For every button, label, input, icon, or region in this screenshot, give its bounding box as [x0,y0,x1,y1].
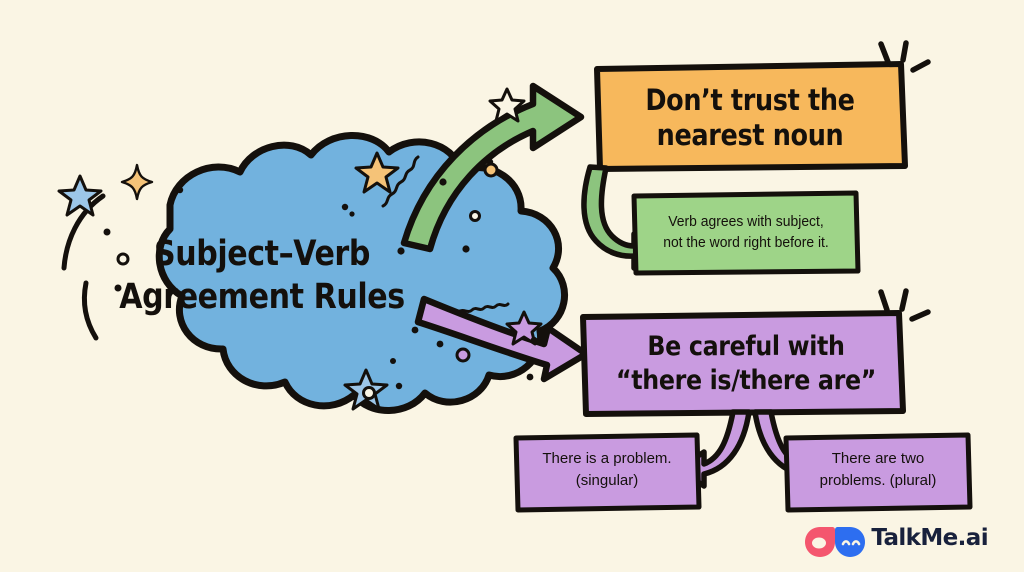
logo-bubble-blue-icon [835,527,865,557]
note-box-verb-agrees [631,190,861,276]
decoration-sparkle-orange-topleft [120,163,154,201]
emphasis-marks-orange [878,40,931,73]
cloud-shape [155,132,569,414]
accent-arcs [61,193,106,341]
logo-bubble-pink-icon [805,527,835,557]
arrow-to-there-is-there-are [414,295,590,383]
decoration-star-orange-top [354,151,400,194]
logo-bubbles-icon [806,521,864,555]
talkme-logo[interactable]: TalkMe.ai [806,521,988,555]
arrow-to-nearest-noun [400,82,585,253]
headline-box-nearest-noun [594,61,908,172]
example-box-plural [783,432,973,513]
decoration-star-purple-arrow [505,310,543,346]
emphasis-marks-purple [878,288,931,322]
logo-wordmark: TalkMe.ai [871,524,988,551]
decoration-star-blue-topleft [57,174,103,217]
decoration-circles-outline [116,162,499,400]
decoration-squiggle-purple [456,302,510,314]
headline-box-there-is-there-are [580,310,906,417]
decoration-squiggle-green [381,155,420,208]
decoration-star-green-arrow [488,87,526,123]
example-box-singular [513,432,702,513]
